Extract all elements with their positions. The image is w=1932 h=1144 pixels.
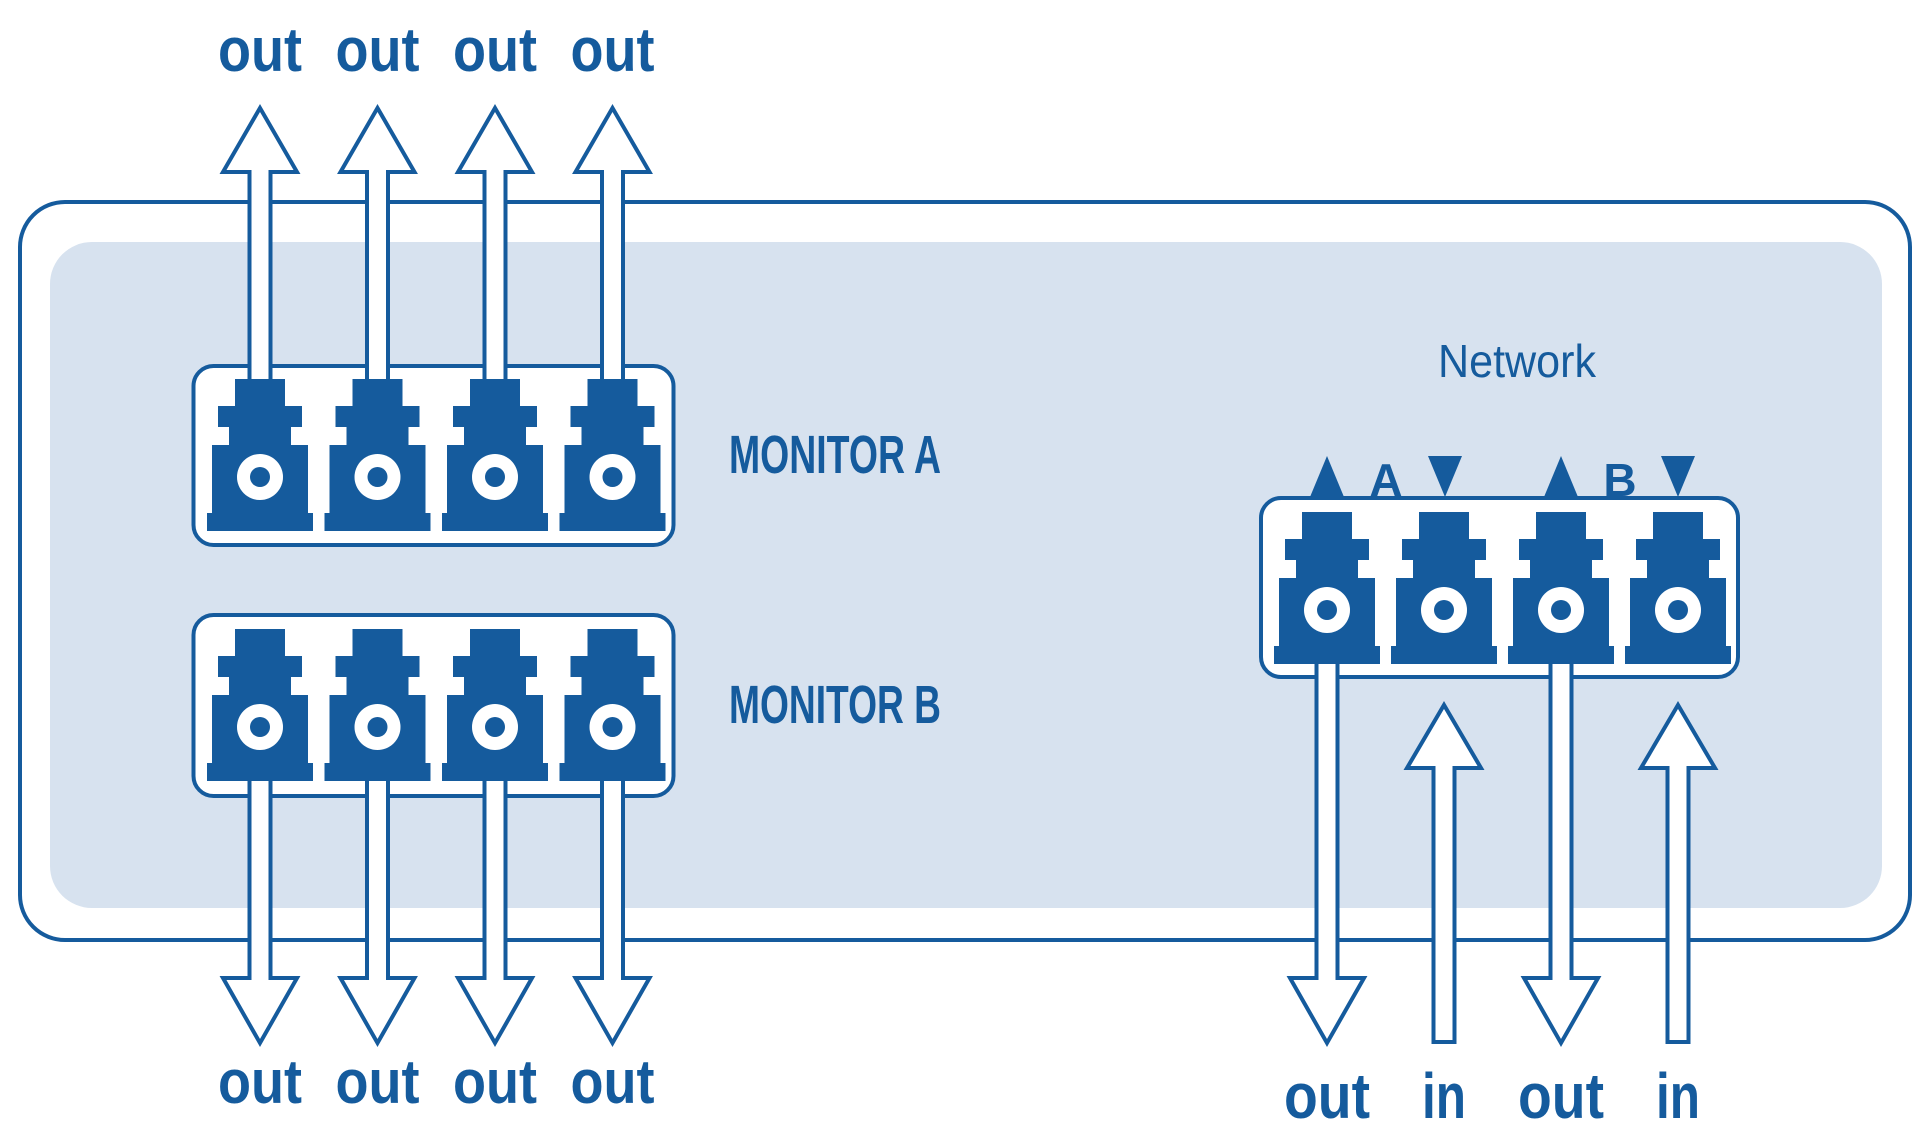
monitor-b-arrow-label-1: out — [218, 1048, 302, 1117]
monitor-a-arrow-label-1: out — [218, 16, 302, 85]
network-arrow-label-2: in — [1422, 1060, 1466, 1132]
monitor-a-label: MONITOR A — [729, 425, 941, 485]
monitor-b-arrow-label-2: out — [336, 1048, 420, 1117]
network-in-arrow-2 — [1637, 701, 1719, 1044]
network-arrow-label-1: out — [1284, 1060, 1370, 1132]
network-b-up-triangle-icon — [1544, 456, 1578, 497]
network-arrow-label-3: out — [1518, 1060, 1604, 1132]
monitor-b-label: MONITOR B — [729, 675, 941, 735]
monitor-b-arrow-label-4: out — [571, 1048, 655, 1117]
monitor-a-arrow-label-3: out — [453, 16, 537, 85]
network-in-arrow-1 — [1403, 701, 1485, 1044]
monitor-a-block — [191, 364, 676, 547]
monitor-b-arrow-label-3: out — [453, 1048, 537, 1117]
monitor-a-arrow-label-4: out — [571, 16, 655, 85]
monitor-b-block — [191, 613, 676, 798]
network-block — [1259, 496, 1740, 679]
network-a-down-triangle-icon — [1428, 456, 1462, 497]
network-arrow-label-4: in — [1656, 1060, 1700, 1132]
network-a-up-triangle-icon — [1310, 456, 1344, 497]
network-group-b-letter: B — [1603, 454, 1636, 506]
monitor-a-arrow-label-2: out — [336, 16, 420, 85]
network-group-a-letter: A — [1369, 454, 1402, 506]
network-label: Network — [1438, 335, 1597, 387]
network-out-arrow-2 — [1520, 653, 1602, 1048]
network-out-arrow-1 — [1286, 653, 1368, 1048]
network-b-down-triangle-icon — [1661, 456, 1695, 497]
